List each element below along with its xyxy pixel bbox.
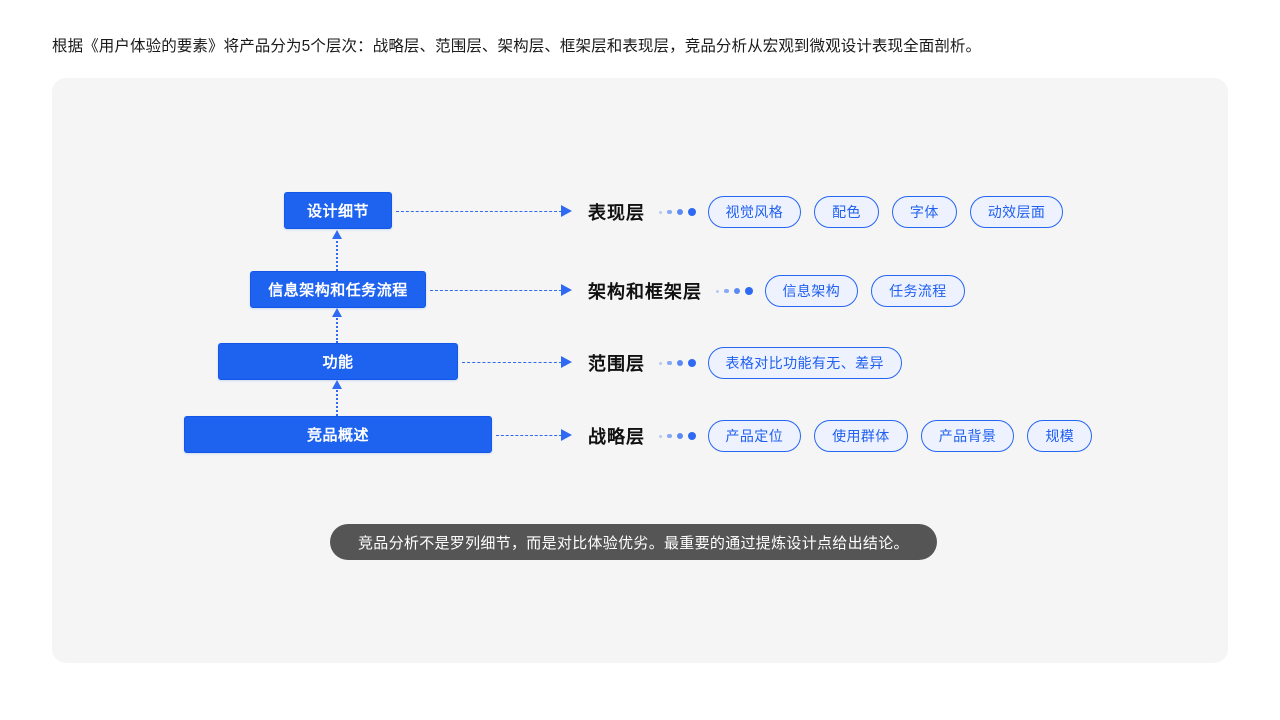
pyramid-block-function[interactable]: 功能: [218, 343, 458, 380]
dot-separator-icon: [659, 208, 696, 216]
pill-tag[interactable]: 表格对比功能有无、差异: [707, 347, 902, 379]
arrow-head-right-icon: [561, 284, 572, 296]
pill-group: 视觉风格 配色 字体 动效层面: [707, 196, 1064, 228]
layer-row-presentation: 表现层 视觉风格 配色 字体 动效层面: [588, 192, 1064, 232]
dotted-line: [336, 387, 338, 416]
dashed-line: [430, 289, 562, 291]
arrow-head-right-icon: [561, 429, 572, 441]
layer-label: 范围层: [588, 354, 645, 374]
horizontal-arrow-right-icon: [396, 205, 572, 217]
layer-label: 表现层: [588, 203, 645, 223]
layer-row-structure-skeleton: 架构和框架层 信息架构 任务流程: [588, 271, 965, 311]
dot-separator-icon: [659, 432, 696, 440]
pill-group: 表格对比功能有无、差异: [707, 347, 902, 379]
pill-tag[interactable]: 规模: [1027, 420, 1093, 452]
layer-row-strategy: 战略层 产品定位 使用群体 产品背景 规模: [588, 416, 1093, 456]
pill-tag[interactable]: 产品定位: [707, 420, 802, 452]
pill-group: 产品定位 使用群体 产品背景 规模: [707, 420, 1093, 452]
horizontal-arrow-right-icon: [462, 356, 572, 368]
pill-tag[interactable]: 产品背景: [920, 420, 1015, 452]
dotted-line: [336, 315, 338, 343]
vertical-arrow-up-icon: [332, 380, 342, 416]
dotted-line: [336, 237, 338, 271]
arrow-head-up-icon: [332, 230, 342, 239]
conclusion-callout: 竞品分析不是罗列细节，而是对比体验优劣。最重要的通过提炼设计点给出结论。: [330, 524, 937, 560]
arrow-head-right-icon: [561, 356, 572, 368]
horizontal-arrow-right-icon: [496, 429, 572, 441]
layer-label: 架构和框架层: [588, 282, 702, 302]
dot-separator-icon: [659, 359, 696, 367]
pill-tag[interactable]: 动效层面: [969, 196, 1064, 228]
dashed-line: [462, 361, 562, 363]
intro-caption: 根据《用户体验的要素》将产品分为5个层次：战略层、范围层、架构层、框架层和表现层…: [52, 38, 982, 55]
pill-tag[interactable]: 任务流程: [871, 275, 965, 307]
vertical-arrow-up-icon: [332, 230, 342, 271]
horizontal-arrow-right-icon: [430, 284, 572, 296]
dashed-line: [496, 434, 562, 436]
pyramid-block-competitor-overview[interactable]: 竞品概述: [184, 416, 492, 453]
pyramid-block-information-architecture[interactable]: 信息架构和任务流程: [250, 271, 426, 308]
pill-group: 信息架构 任务流程: [764, 275, 965, 307]
dashed-line: [396, 210, 562, 212]
arrow-head-right-icon: [561, 205, 572, 217]
pill-tag[interactable]: 配色: [814, 196, 879, 228]
vertical-arrow-up-icon: [332, 308, 342, 343]
layer-row-scope: 范围层 表格对比功能有无、差异: [588, 343, 902, 383]
dot-separator-icon: [716, 287, 753, 295]
pill-tag[interactable]: 视觉风格: [707, 196, 802, 228]
arrow-head-up-icon: [332, 308, 342, 317]
arrow-head-up-icon: [332, 380, 342, 389]
layer-label: 战略层: [588, 427, 645, 447]
pill-tag[interactable]: 使用群体: [814, 420, 908, 452]
pill-tag[interactable]: 字体: [891, 196, 957, 228]
pyramid-block-design-detail[interactable]: 设计细节: [284, 192, 392, 229]
pill-tag[interactable]: 信息架构: [764, 275, 859, 307]
